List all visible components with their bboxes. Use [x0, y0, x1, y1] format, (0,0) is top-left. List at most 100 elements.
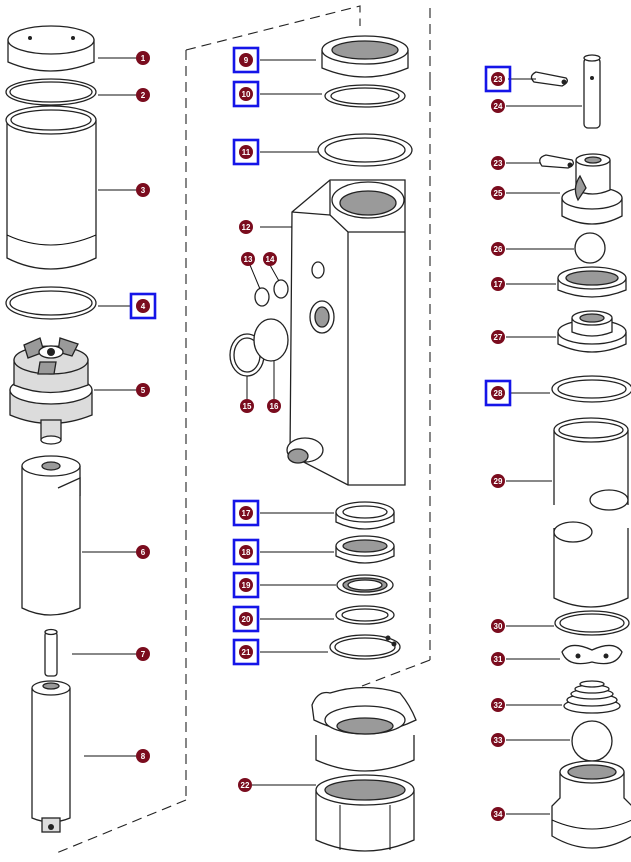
part-pump-body — [286, 179, 406, 486]
callout-number: 25 — [494, 189, 503, 198]
callout-c20: 20 — [232, 605, 260, 633]
callout-number: 21 — [242, 648, 251, 657]
callout-dot — [267, 399, 281, 413]
callout-dot — [239, 506, 253, 520]
callout-number: 8 — [141, 752, 146, 761]
callout-c17b: 17 — [491, 277, 505, 291]
callout-dot — [491, 733, 505, 747]
callout-c31: 31 — [491, 652, 505, 666]
part-valve-housing — [9, 337, 93, 445]
callout-dot — [491, 72, 505, 86]
part-cylinder-29 — [553, 417, 629, 608]
callout-number: 18 — [242, 548, 251, 557]
callout-number: 2 — [141, 91, 146, 100]
callout-dot — [239, 645, 253, 659]
callout-dot — [491, 807, 505, 821]
callout-c10: 10 — [232, 80, 260, 108]
callout-c4: 4 — [129, 292, 157, 320]
callout-number: 30 — [494, 622, 503, 631]
callout-number: 15 — [243, 402, 252, 411]
callout-dot — [491, 386, 505, 400]
callout-number: 12 — [242, 223, 251, 232]
callout-number: 20 — [242, 615, 251, 624]
part-cap — [7, 25, 95, 72]
callout-c2: 2 — [136, 88, 150, 102]
callout-c23b: 23 — [491, 156, 505, 170]
callout-number: 14 — [266, 255, 275, 264]
callout-c5: 5 — [136, 383, 150, 397]
callout-c33: 33 — [491, 733, 505, 747]
part-oring-small-top — [5, 78, 97, 106]
callout-number: 19 — [242, 581, 251, 590]
callout-number: 9 — [244, 56, 249, 65]
callout-number: 5 — [141, 386, 146, 395]
callout-dot — [491, 277, 505, 291]
callout-highlight-box — [484, 379, 512, 407]
callout-highlight-box — [232, 138, 260, 166]
callout-c13: 13 — [241, 252, 255, 266]
callout-dot — [263, 252, 277, 266]
part-guide-27 — [557, 310, 627, 353]
part-ball-33 — [571, 720, 613, 762]
part-ring-18 — [335, 535, 395, 564]
callout-number: 6 — [141, 548, 146, 557]
callout-number: 24 — [494, 102, 503, 111]
part-gland-nut — [321, 35, 409, 78]
part-yoke-25 — [561, 153, 623, 225]
part-housing-34 — [551, 760, 631, 849]
part-oring-large — [5, 286, 97, 320]
callout-dot — [136, 299, 150, 313]
part-ring-30 — [554, 610, 630, 636]
callout-number: 10 — [242, 90, 251, 99]
callout-dot — [239, 87, 253, 101]
callout-number: 17 — [494, 280, 503, 289]
callout-c24: 24 — [491, 99, 505, 113]
callout-c26: 26 — [491, 242, 505, 256]
callout-dot — [136, 545, 150, 559]
part-spring-32 — [563, 680, 621, 714]
part-small-rings-13-14 — [254, 279, 289, 307]
part-ring-17 — [335, 501, 395, 530]
part-intake-housing — [311, 686, 417, 852]
part-ball-26 — [574, 232, 606, 264]
callout-number: 27 — [494, 333, 503, 342]
callout-c8: 8 — [136, 749, 150, 763]
callout-dot — [491, 156, 505, 170]
callout-number: 28 — [494, 389, 503, 398]
callout-highlight-box — [232, 605, 260, 633]
callout-number: 13 — [244, 255, 253, 264]
callout-dot — [239, 612, 253, 626]
callout-c32: 32 — [491, 698, 505, 712]
callout-dot — [136, 51, 150, 65]
callout-number: 29 — [494, 477, 503, 486]
callout-c11: 11 — [232, 138, 260, 166]
callout-highlight-box — [232, 538, 260, 566]
callout-highlight-box — [232, 638, 260, 666]
callout-dot — [136, 88, 150, 102]
callout-c29: 29 — [491, 474, 505, 488]
callout-dot — [239, 53, 253, 67]
callout-number: 26 — [494, 245, 503, 254]
part-pin-24 — [583, 54, 601, 129]
callout-dot — [491, 698, 505, 712]
part-seal-11 — [317, 133, 413, 167]
callout-number: 32 — [494, 701, 503, 710]
callout-number: 17 — [242, 509, 251, 518]
callout-dot — [239, 578, 253, 592]
callout-c25: 25 — [491, 186, 505, 200]
part-pin — [44, 628, 58, 677]
callout-number: 34 — [494, 810, 503, 819]
callout-number: 4 — [141, 302, 146, 311]
callout-c18: 18 — [232, 538, 260, 566]
callout-number: 23 — [494, 75, 503, 84]
callout-number: 16 — [270, 402, 279, 411]
callout-dot — [491, 242, 505, 256]
callout-dot — [136, 749, 150, 763]
part-sleeve — [5, 105, 97, 270]
callout-number: 7 — [141, 650, 146, 659]
callout-highlight-box — [232, 499, 260, 527]
callout-dot — [240, 399, 254, 413]
callout-number: 22 — [241, 781, 250, 790]
callout-c21: 21 — [232, 638, 260, 666]
